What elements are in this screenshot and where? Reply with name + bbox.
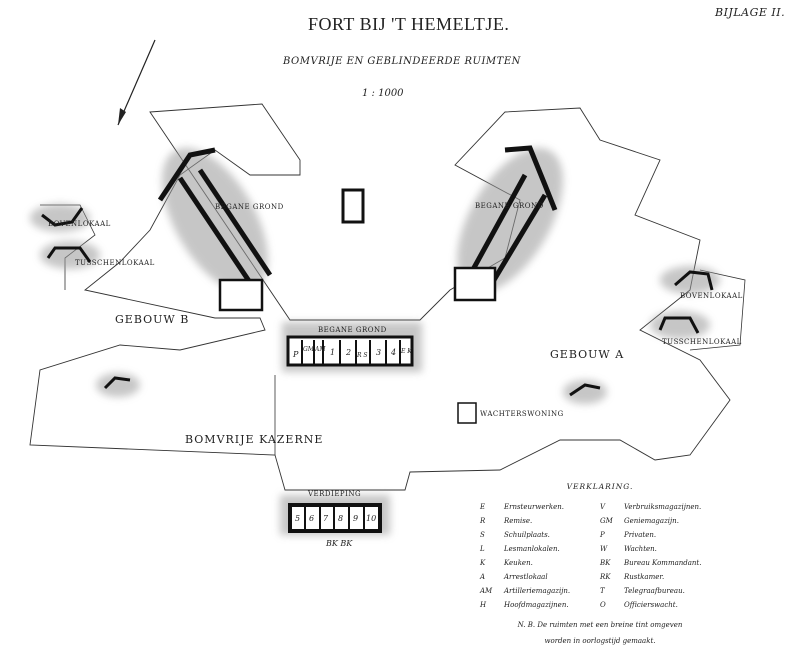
right-caponier <box>453 145 558 302</box>
left-caponier <box>157 147 273 312</box>
appendix-label: BIJLAGE II. <box>715 6 786 19</box>
legend-item: T Telegraafbureau. <box>600 587 720 595</box>
label-floor: VERDIEPING <box>308 490 362 498</box>
legend-item: E Ernsteurwerken. <box>480 503 600 511</box>
legend-item: RK Rustkamer. <box>600 573 720 581</box>
ground-casemate <box>286 335 414 367</box>
legend-text: Bureau Kommandant. <box>624 559 702 567</box>
legend-title: VERKLARING. <box>566 482 634 491</box>
room-label: 10 <box>366 514 377 523</box>
map-scale: 1 : 1000 <box>362 88 404 99</box>
legend-text: Wachten. <box>624 545 657 553</box>
legend-code: V <box>600 503 606 511</box>
right-wing-outline <box>689 269 746 351</box>
legend-note-line: N. B. De ruimten met een breine tint omg… <box>517 621 683 629</box>
legend-item: BK Bureau Kommandant. <box>600 559 720 567</box>
legend-text: Arrestlokaal <box>504 573 548 581</box>
room-label: 5 <box>295 514 301 523</box>
legend-code: T <box>600 587 605 595</box>
legend-item: O Officierswacht. <box>600 601 720 609</box>
room-label: R S <box>357 352 368 359</box>
legend-item: P Privaten. <box>600 531 720 539</box>
legend-code: BK <box>600 559 611 567</box>
legend-item: GM Geniemagazijn. <box>600 517 720 525</box>
label-guard-house: WACHTERSWONING <box>480 410 564 418</box>
legend-text: Privaten. <box>624 531 657 539</box>
legend-text: Ernsteurwerken. <box>504 503 564 511</box>
legend-code: P <box>600 531 605 539</box>
room-label: GM <box>303 346 314 353</box>
legend-text: Keuken. <box>504 559 533 567</box>
legend-code: L <box>480 545 485 553</box>
legend-item: K Keuken. <box>480 559 600 567</box>
label-building-b: GEBOUW B <box>115 313 190 326</box>
legend-note: N. B. De ruimten met een breine tint omg… <box>480 617 720 649</box>
legend-code: E <box>480 503 486 511</box>
room-label: 2 <box>346 348 352 357</box>
legend-code: R <box>480 517 486 525</box>
label-between-right: TUSSCHENLOKAAL <box>662 338 742 346</box>
room-label: E K <box>401 348 412 355</box>
legend-item: A Arrestlokaal <box>480 573 600 581</box>
fort-outline <box>29 103 731 491</box>
legend-text: Geniemagazijn. <box>624 517 679 525</box>
guard-house-plan <box>457 402 477 424</box>
central-shelter <box>341 188 365 224</box>
legend-code: K <box>480 559 486 567</box>
legend-item: L Lesmanlokalen. <box>480 545 600 553</box>
legend-code: H <box>480 601 487 609</box>
legend-item: AM Artilleriemagazijn. <box>480 587 600 595</box>
legend-text: Rustkamer. <box>624 573 665 581</box>
label-ground-right: BEGANE GROND <box>475 202 544 210</box>
legend-text: Artilleriemagazijn. <box>504 587 571 595</box>
label-ground-center: BEGANE GROND <box>318 326 387 334</box>
room-label: 3 <box>376 348 382 357</box>
legend-item: R Remise. <box>480 517 600 525</box>
label-upper-left: BOVENLOKAAL <box>48 220 111 228</box>
legend-text: Verbruiksmagazijnen. <box>624 503 702 511</box>
room-label: 4 <box>391 348 397 357</box>
legend-item: W Wachten. <box>600 545 720 553</box>
legend-text: Schuilplaats. <box>504 531 550 539</box>
room-label: 9 <box>353 514 359 523</box>
label-upper-right: BOVENLOKAAL <box>680 292 743 300</box>
north-arrow-head <box>118 108 126 125</box>
map-title: FORT BIJ 'T HEMELTJE. <box>308 14 510 34</box>
small-shelters <box>41 207 714 397</box>
legend-text: Lesmanlokalen. <box>504 545 560 553</box>
legend-text: Telegraafbureau. <box>624 587 685 595</box>
label-between-left: TUSSCHENLOKAAL <box>75 259 155 267</box>
legend-text: Hoofdmagazijnen. <box>504 601 569 609</box>
legend-item: S Schuilplaats. <box>480 531 600 539</box>
legend-note-line: worden in oorlogstijd gemaakt. <box>544 637 656 645</box>
legend-code: AM <box>480 587 493 595</box>
legend-code: A <box>480 573 486 581</box>
legend-code: GM <box>600 517 613 525</box>
map-subtitle: BOMVRIJE EN GEBLINDEERDE RUIMTEN <box>283 56 521 67</box>
room-label: 7 <box>323 514 329 523</box>
legend-code: RK <box>600 573 611 581</box>
legend-text: Officierswacht. <box>624 601 678 609</box>
label-building-a: GEBOUW A <box>550 348 625 361</box>
legend-code: W <box>600 545 608 553</box>
upper-casemate <box>288 503 382 533</box>
legend-code: O <box>600 601 606 609</box>
legend-code: S <box>480 531 485 539</box>
room-label: 1 <box>330 348 336 357</box>
room-label: 8 <box>338 514 344 523</box>
legend-item: H Hoofdmagazijnen. <box>480 601 600 609</box>
upper-sublabel: BK BK <box>326 539 353 548</box>
label-ground-left: BEGANE GROND <box>215 203 284 211</box>
legend-text: Remise. <box>504 517 533 525</box>
legend-item: V Verbruiksmagazijnen. <box>600 503 720 511</box>
room-label: AM <box>315 346 326 353</box>
room-label: P <box>293 350 299 359</box>
room-label: 6 <box>309 514 315 523</box>
legend: VERKLARING. E Ernsteurwerken. V Verbruiksma… <box>480 482 720 649</box>
label-barracks: BOMVRIJE KAZERNE <box>185 433 324 446</box>
